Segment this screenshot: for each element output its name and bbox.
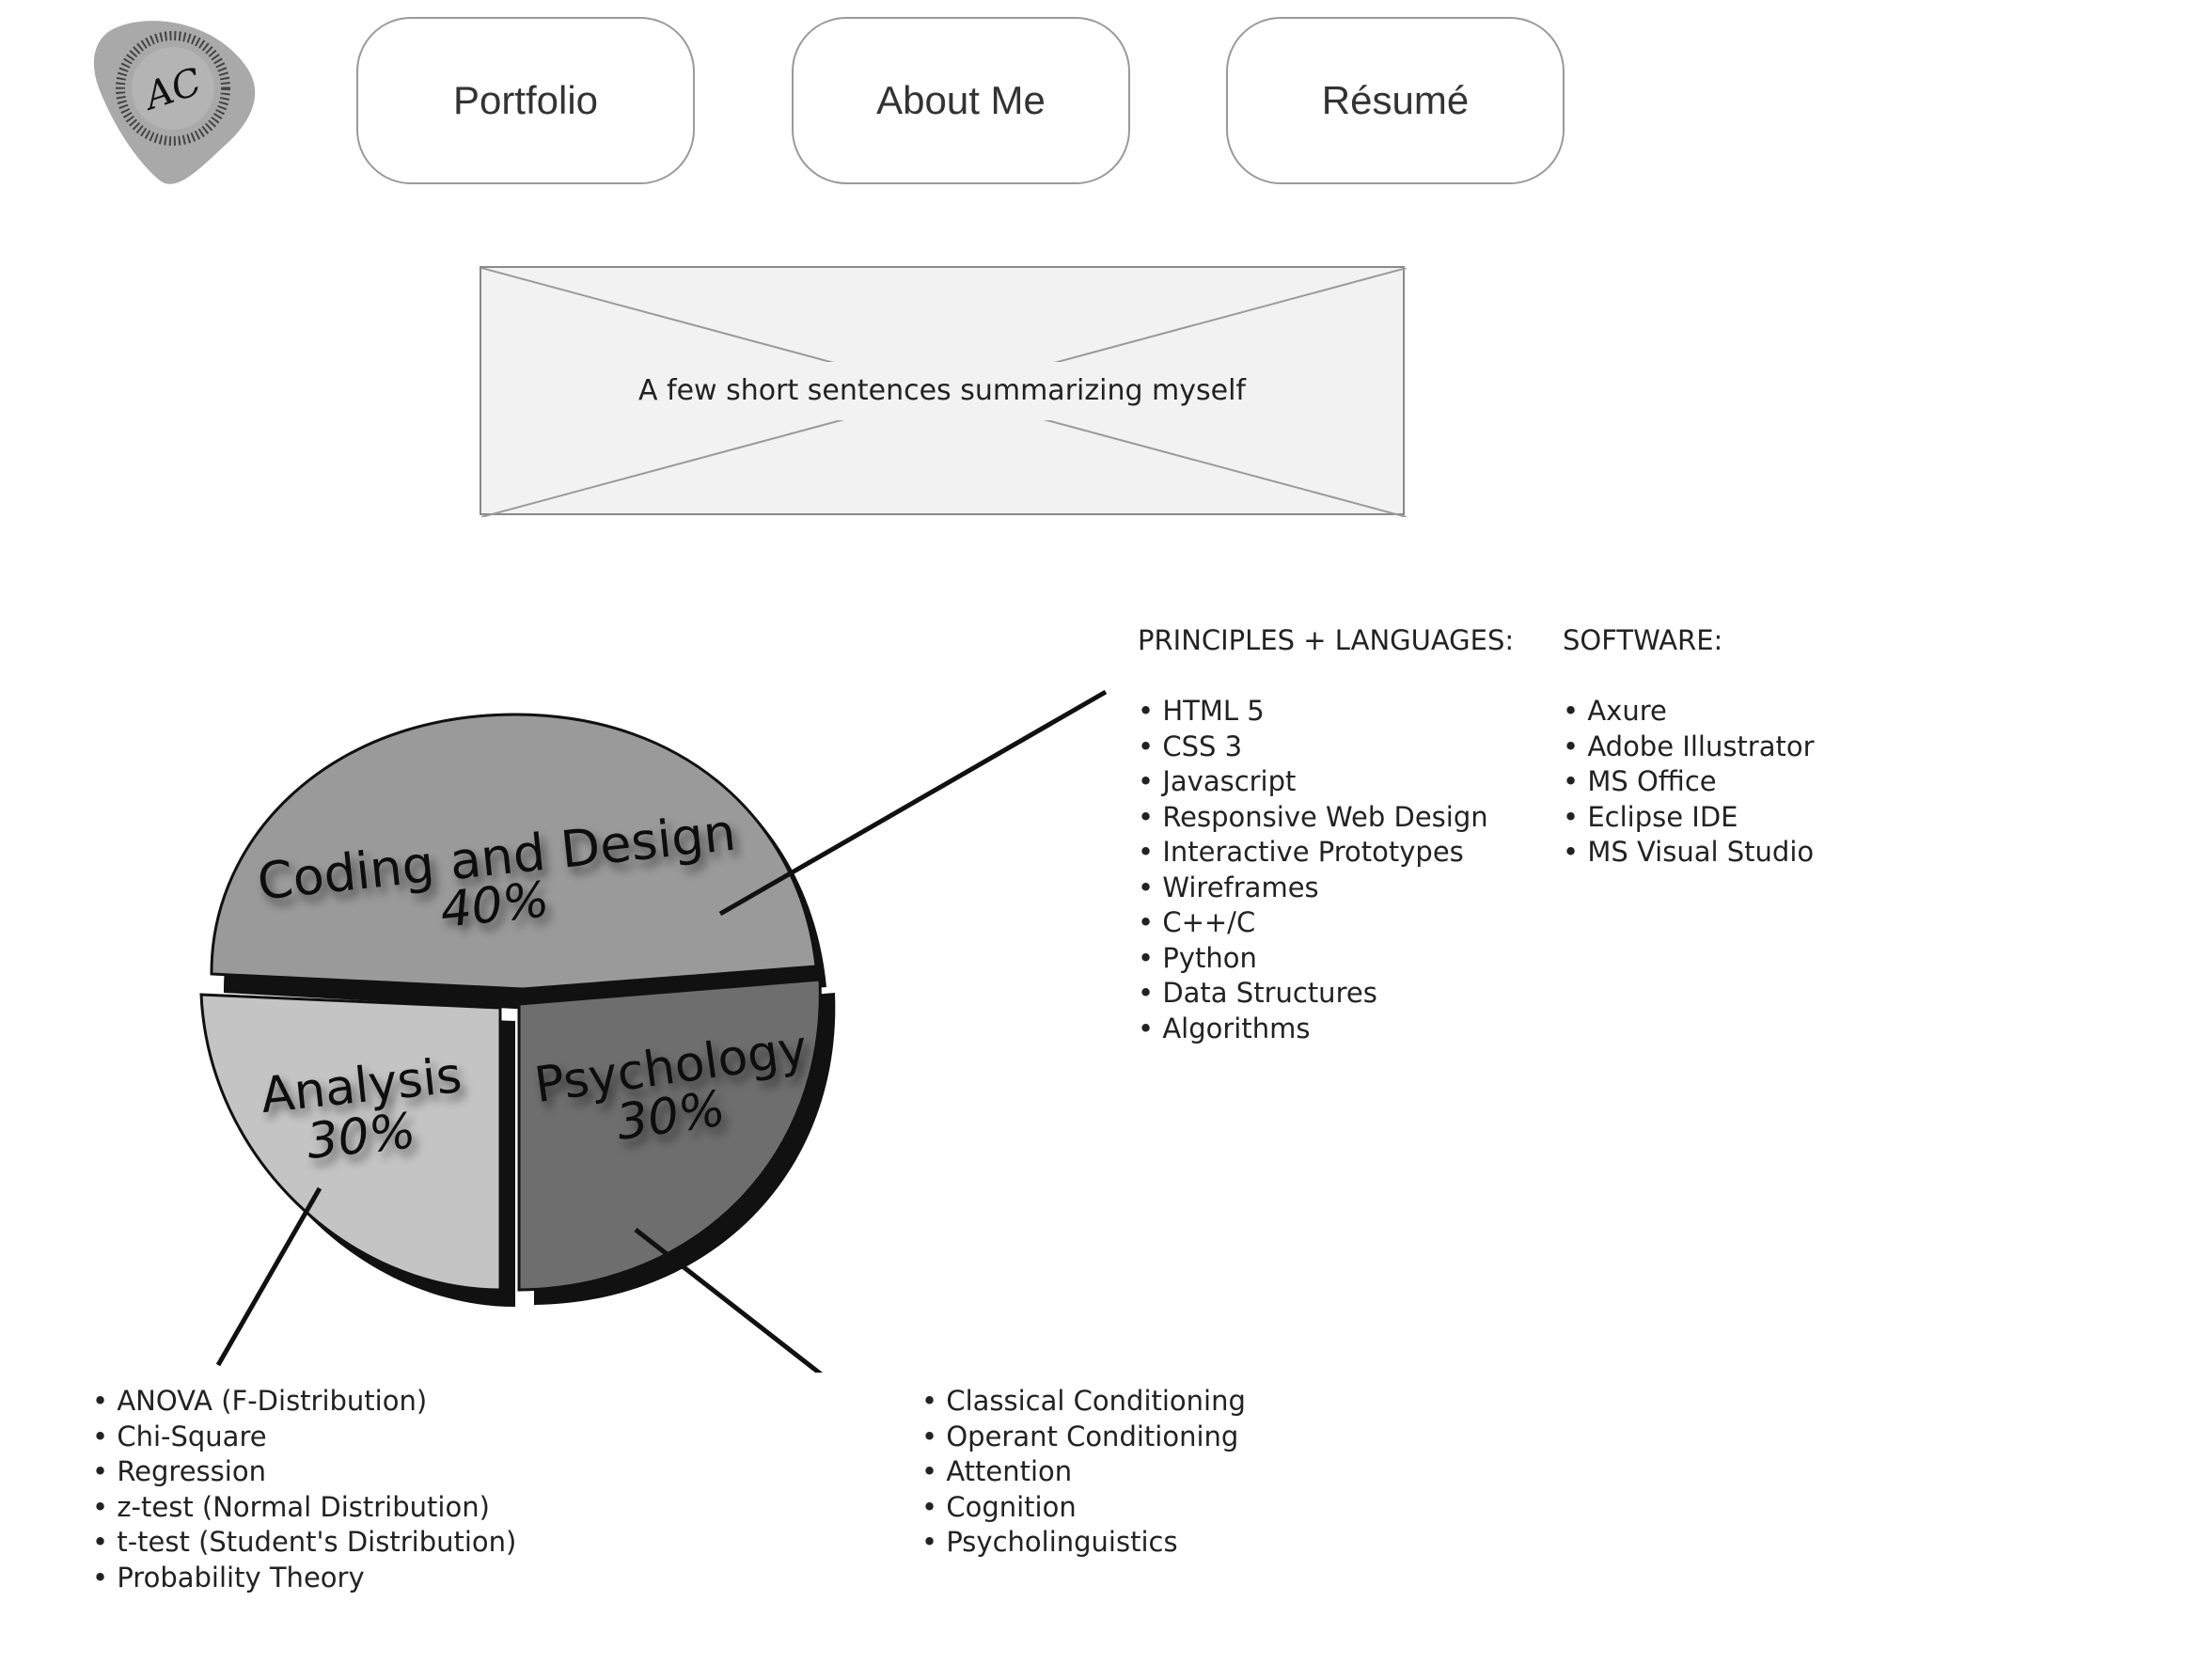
logo[interactable]: AC — [87, 15, 265, 190]
list-item: Psycholinguistics — [921, 1525, 1246, 1561]
principles-title: PRINCIPLES + LANGUAGES: — [1138, 624, 1515, 656]
list-item: Classical Conditioning — [921, 1384, 1246, 1420]
resume-button[interactable]: Résumé — [1226, 17, 1565, 184]
portfolio-button[interactable]: Portfolio — [356, 17, 695, 184]
list-item: Data Structures — [1138, 976, 1488, 1012]
pie-slice-analysis — [199, 993, 502, 1292]
leader-line-coding — [718, 689, 1108, 917]
list-item: Adobe Illustrator — [1563, 730, 1814, 765]
principles-list: HTML 5 CSS 3 Javascript Responsive Web D… — [1138, 694, 1488, 1047]
leader-line-psychology — [634, 1228, 824, 1373]
pie-slice-psychology — [517, 978, 822, 1292]
psychology-list: Classical Conditioning Operant Condition… — [921, 1384, 1246, 1561]
list-item: Responsive Web Design — [1138, 800, 1487, 836]
list-item: Regression — [92, 1454, 516, 1490]
pie-value-coding-design: 40% — [438, 871, 552, 939]
pie-slice-coding-design — [210, 713, 818, 991]
list-item: Attention — [921, 1454, 1246, 1490]
summary-image-placeholder: A few short sentences summarizing myself — [480, 266, 1407, 517]
list-item: Cognition — [921, 1490, 1246, 1526]
placeholder-cross — [481, 268, 1407, 517]
list-item: z-test (Normal Distribution) — [92, 1490, 516, 1526]
summary-text: A few short sentences summarizing myself — [637, 374, 1246, 407]
list-item: HTML 5 — [1138, 694, 1488, 730]
list-item: Javascript — [1138, 764, 1488, 800]
list-item: C++/C — [1138, 905, 1488, 941]
list-item: ANOVA (F-Distribution) — [92, 1384, 516, 1420]
skills-pie-chart: Coding and Design 40% Analysis 30% Psych… — [199, 689, 1108, 1373]
logo-shape: AC — [93, 21, 256, 184]
list-item: Python — [1138, 941, 1488, 977]
list-item: MS Office — [1563, 764, 1815, 800]
list-item: Interactive Prototypes — [1138, 835, 1488, 871]
software-title: SOFTWARE: — [1563, 624, 1723, 656]
list-item: Operant Conditioning — [921, 1420, 1246, 1455]
pie-value-analysis: 30% — [305, 1103, 418, 1170]
list-item: Wireframes — [1138, 871, 1488, 906]
analysis-list: ANOVA (F-Distribution) Chi-Square Regres… — [92, 1384, 516, 1595]
list-item: Chi-Square — [92, 1420, 516, 1455]
list-item: Algorithms — [1138, 1012, 1488, 1047]
software-list: Axure Adobe Illustrator MS Office Eclips… — [1563, 694, 1815, 871]
list-item: CSS 3 — [1138, 730, 1488, 765]
list-item: Eclipse IDE — [1563, 800, 1815, 836]
list-item: t-test (Student's Distribution) — [92, 1525, 516, 1561]
about-me-button[interactable]: About Me — [792, 17, 1130, 184]
list-item: Axure — [1563, 694, 1815, 730]
list-item: MS Visual Studio — [1563, 835, 1815, 871]
list-item: Probability Theory — [92, 1561, 516, 1596]
leader-line-analysis — [215, 1186, 322, 1367]
